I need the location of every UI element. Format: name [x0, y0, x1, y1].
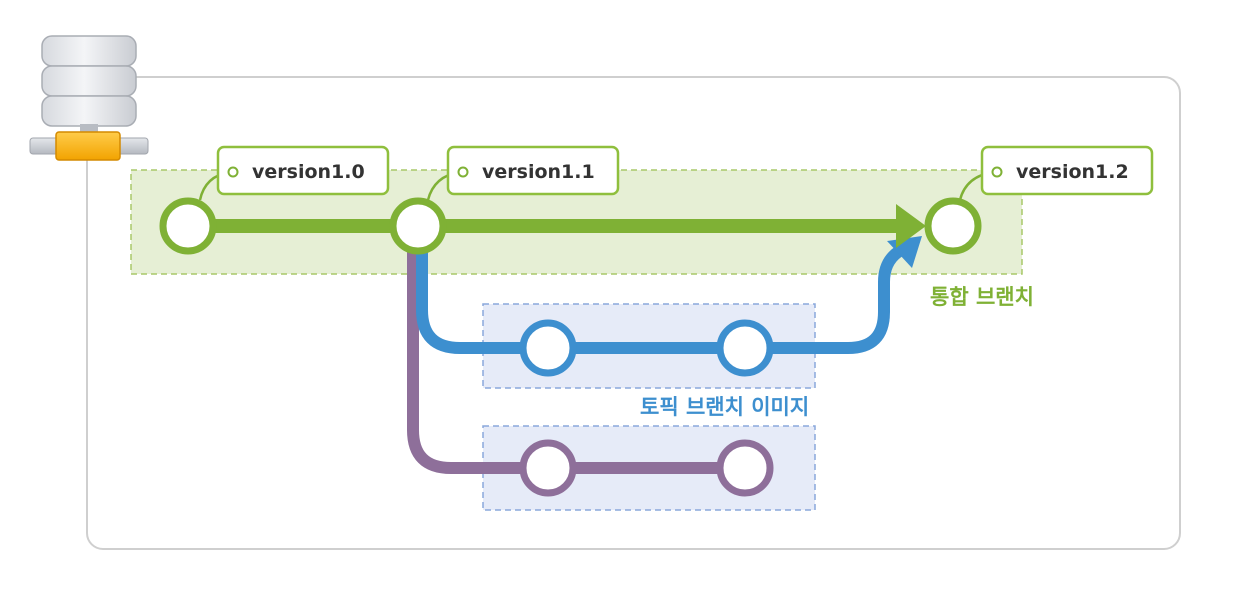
- commit-node: [159, 197, 217, 255]
- commit-node: [519, 439, 577, 497]
- tag-label: version1.2: [1016, 161, 1129, 183]
- topic-branch-line-purple: [407, 232, 751, 474]
- commit-node: [716, 319, 774, 377]
- merge-arrow-head: [887, 236, 922, 268]
- commit-node: [519, 319, 577, 377]
- topic-branch-caption: 토픽 브랜치 이미지: [640, 395, 809, 419]
- database-server-icon: [29, 35, 149, 161]
- commit-node: [924, 197, 982, 255]
- integration-arrow-head: [896, 204, 926, 248]
- integration-branch-caption: 통합 브랜치: [930, 285, 1034, 309]
- tag-label: version1.1: [482, 161, 595, 183]
- topic-branch-line-blue: [416, 232, 904, 354]
- commit-node: [389, 197, 447, 255]
- version-tag: version1.0: [198, 145, 390, 201]
- version-tag: version1.1: [426, 145, 620, 201]
- commit-node: [716, 439, 774, 497]
- tag-label: version1.0: [252, 161, 365, 183]
- version-tag: version1.2: [958, 145, 1154, 201]
